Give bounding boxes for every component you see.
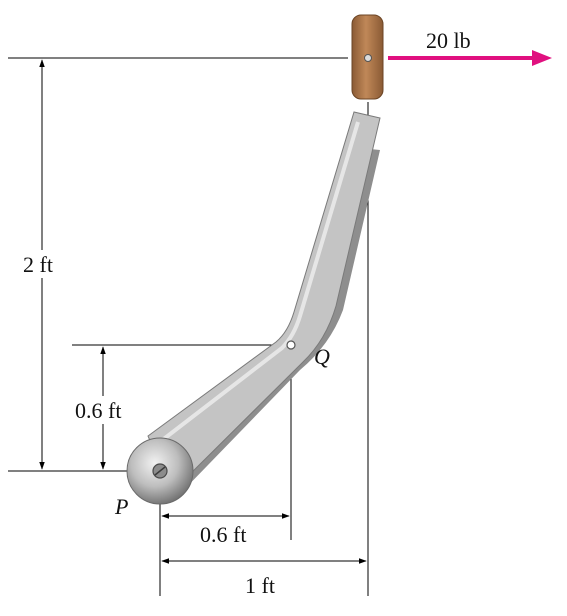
force-label: 20 lb bbox=[426, 28, 471, 53]
handle-pin bbox=[364, 54, 372, 62]
force-arrow-head bbox=[532, 50, 552, 66]
dimension-label-height-total: 2 ft bbox=[23, 252, 53, 277]
dimension-label-horizontal-q: 0.6 ft bbox=[200, 522, 246, 547]
hub-pin-slot bbox=[154, 466, 166, 476]
dimension-label-bg-height-q bbox=[74, 396, 140, 424]
force-arrow bbox=[388, 50, 552, 66]
point-label-p: P bbox=[114, 494, 128, 519]
dimension-label-height-q: 0.6 ft bbox=[75, 398, 121, 423]
pivot-hub bbox=[126, 437, 194, 505]
dimension-label-bg-height-total bbox=[20, 250, 66, 278]
dimension-label-horizontal-total: 1 ft bbox=[245, 573, 275, 598]
lever-arm bbox=[147, 111, 381, 498]
lever-face bbox=[147, 111, 381, 493]
handle bbox=[351, 14, 384, 100]
lever-highlight bbox=[150, 121, 360, 450]
point-label-q: Q bbox=[314, 344, 330, 369]
pin-q bbox=[286, 340, 296, 350]
